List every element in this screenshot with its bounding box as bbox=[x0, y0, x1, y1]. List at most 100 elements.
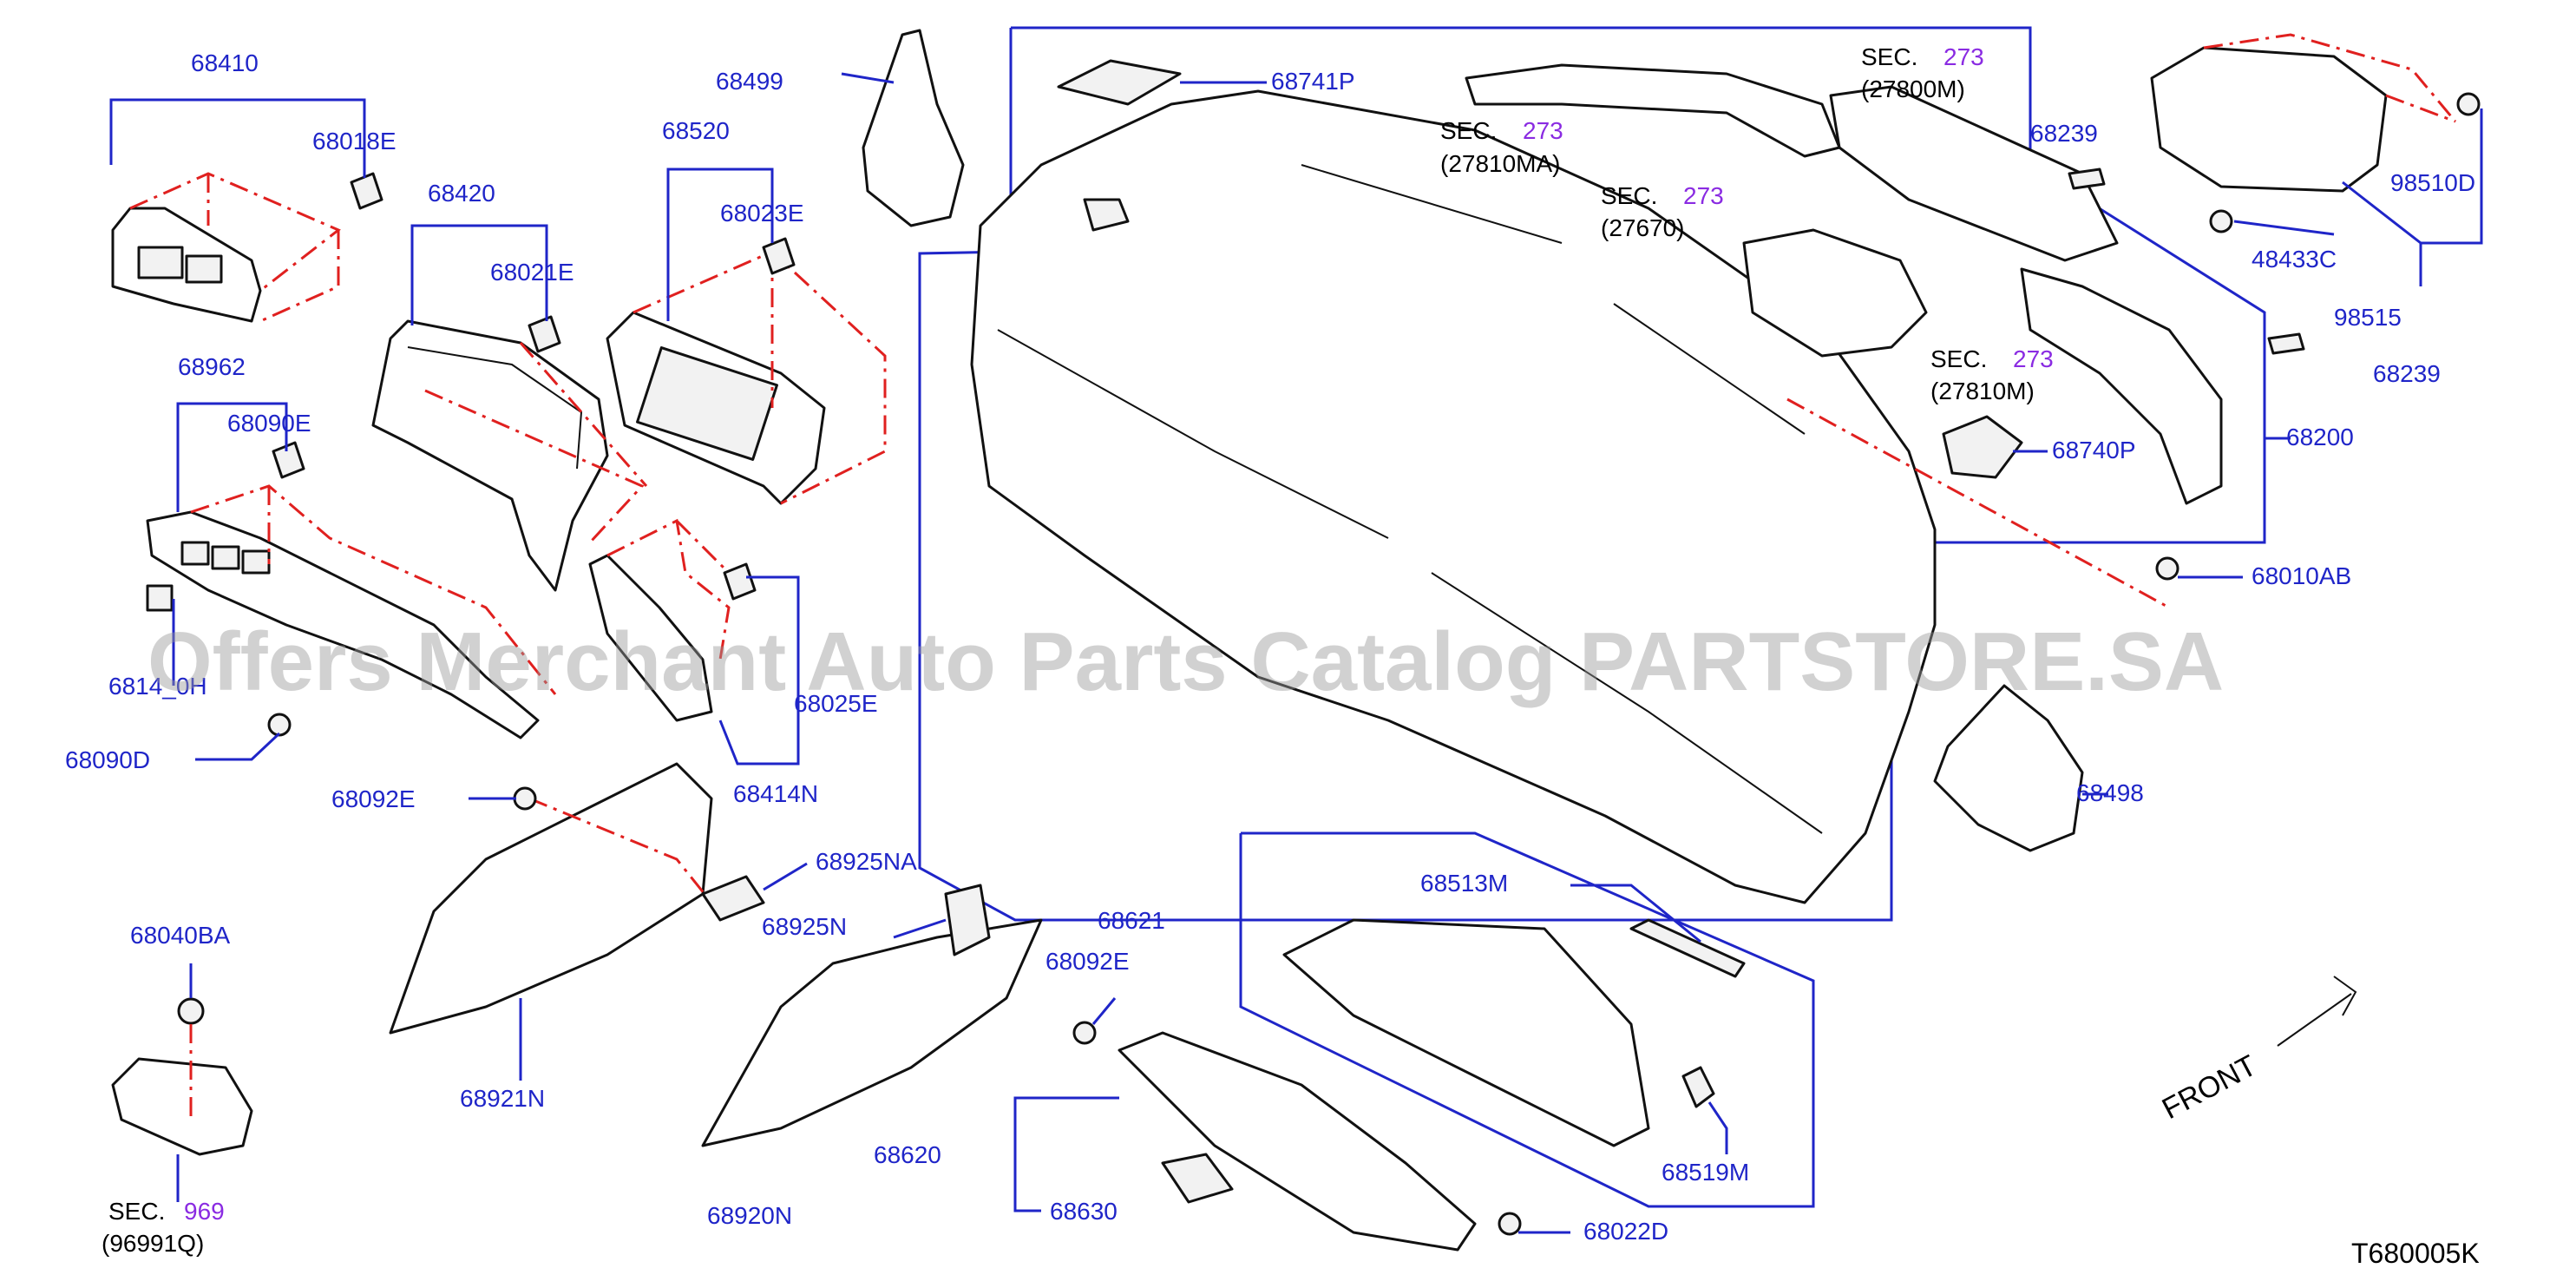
label-68925NA[interactable]: 68925NA bbox=[816, 848, 917, 875]
side-trim-68498 bbox=[1933, 684, 2084, 852]
label-98510D[interactable]: 98510D bbox=[2390, 169, 2475, 196]
label-68620[interactable]: 68620 bbox=[874, 1141, 941, 1168]
sec-label-1: SEC. bbox=[1440, 117, 1497, 144]
leader-68519M bbox=[1708, 1101, 1728, 1154]
lower-panel-68921N bbox=[389, 762, 713, 1035]
front-arrow-icon bbox=[2277, 976, 2357, 1047]
lower-cover-68920N bbox=[701, 918, 1043, 1147]
sec-label-5: SEC. bbox=[108, 1198, 165, 1225]
clip-68239-lower bbox=[2267, 332, 2305, 355]
center-finisher-68520 bbox=[606, 250, 887, 505]
label-68520[interactable]: 68520 bbox=[662, 117, 730, 144]
label-68018E[interactable]: 68018E bbox=[312, 128, 397, 154]
leader-68925NA bbox=[763, 862, 808, 891]
cluster-lid-68420 bbox=[371, 319, 648, 592]
sec-number-1[interactable]: 273 bbox=[1523, 117, 1563, 144]
sec-number-4[interactable]: 273 bbox=[2013, 345, 2054, 372]
sec-code-4: (27810M) bbox=[1930, 378, 2035, 404]
label-68023E[interactable]: 68023E bbox=[720, 200, 804, 227]
label-68092E-b[interactable]: 68092E bbox=[1045, 948, 1130, 975]
label-68925N[interactable]: 68925N bbox=[762, 913, 847, 940]
label-68021E[interactable]: 68021E bbox=[490, 259, 574, 286]
lower-panel-68962 bbox=[146, 484, 557, 739]
screw-68010AB bbox=[2155, 556, 2179, 581]
label-68092E-a[interactable]: 68092E bbox=[331, 785, 416, 812]
sec-label-2: SEC. bbox=[1861, 43, 1917, 70]
label-68519M[interactable]: 68519M bbox=[1662, 1159, 1749, 1186]
airbag-module-98515 bbox=[2150, 33, 2457, 193]
sec-number-2[interactable]: 273 bbox=[1943, 43, 1984, 70]
instrument-panel-68200 bbox=[970, 89, 2170, 904]
label-68010AB[interactable]: 68010AB bbox=[2252, 562, 2351, 589]
duct-27810MA bbox=[1465, 63, 1841, 158]
glovebox-lid-68620 bbox=[1118, 1031, 1477, 1252]
clip-68092E-b bbox=[1072, 1021, 1097, 1045]
label-68498[interactable]: 68498 bbox=[2076, 779, 2144, 806]
diagram-id: T680005K bbox=[2351, 1238, 2480, 1269]
clip-68021E bbox=[528, 315, 561, 353]
console-panel-68410 bbox=[111, 172, 341, 323]
label-68040BA[interactable]: 68040BA bbox=[130, 922, 231, 949]
label-68962[interactable]: 68962 bbox=[178, 353, 246, 380]
label-68022D[interactable]: 68022D bbox=[1583, 1218, 1668, 1245]
leader-98515 bbox=[2342, 108, 2483, 286]
label-68921N[interactable]: 68921N bbox=[460, 1085, 545, 1112]
label-68740P[interactable]: 68740P bbox=[2052, 437, 2136, 463]
label-68200[interactable]: 68200 bbox=[2286, 424, 2354, 450]
glovebox-frame-68621 bbox=[1282, 918, 1650, 1147]
label-68239-a[interactable]: 68239 bbox=[2030, 120, 2098, 147]
sec-number-5[interactable]: 969 bbox=[184, 1198, 225, 1225]
duct-27670 bbox=[1742, 228, 1928, 358]
bracket-68040BA bbox=[111, 997, 253, 1156]
label-68741P[interactable]: 68741P bbox=[1271, 68, 1355, 95]
label-68920N[interactable]: 68920N bbox=[707, 1202, 792, 1229]
clip-68023E bbox=[762, 237, 796, 275]
grille-68741P bbox=[1057, 59, 1182, 106]
leader-68410 bbox=[109, 98, 366, 178]
duct-27810M bbox=[2020, 267, 2223, 505]
leader-68620 bbox=[1013, 1096, 1119, 1212]
label-68414N[interactable]: 68414N bbox=[733, 780, 818, 807]
leader-68090D bbox=[195, 732, 281, 761]
leader-68420 bbox=[410, 224, 548, 325]
screw-98510D bbox=[2456, 92, 2481, 116]
sec-code-5: (96991Q) bbox=[102, 1230, 204, 1257]
label-68630[interactable]: 68630 bbox=[1050, 1198, 1118, 1225]
vent-68740P bbox=[1942, 415, 2023, 479]
hinge-68513M bbox=[1629, 918, 1746, 978]
leader-48433C bbox=[2233, 220, 2335, 236]
label-68499[interactable]: 68499 bbox=[716, 68, 783, 95]
screw-68022D bbox=[1498, 1212, 1522, 1236]
leader-68499 bbox=[841, 72, 895, 84]
label-6814-0H[interactable]: 6814_0H bbox=[108, 673, 207, 700]
sec-code-1: (27810MA) bbox=[1440, 150, 1561, 177]
label-68410[interactable]: 68410 bbox=[191, 49, 259, 76]
watermark: Offers Merchant Auto Parts Catalog PARTS… bbox=[147, 615, 2224, 708]
sec-label-4: SEC. bbox=[1930, 345, 1987, 372]
label-68513M[interactable]: 68513M bbox=[1420, 870, 1508, 897]
sec-number-3[interactable]: 273 bbox=[1683, 182, 1724, 209]
label-68239-b[interactable]: 68239 bbox=[2373, 360, 2441, 387]
leader-68414N bbox=[718, 575, 800, 766]
duct-27800M bbox=[1829, 85, 2119, 262]
sec-code-3: (27670) bbox=[1601, 214, 1685, 241]
label-68025E[interactable]: 68025E bbox=[794, 690, 878, 717]
latch-68630 bbox=[1161, 1153, 1234, 1204]
leader-68092E-b bbox=[1091, 997, 1117, 1025]
glovebox-group-frame bbox=[1239, 831, 1815, 1208]
label-68090D[interactable]: 68090D bbox=[65, 746, 150, 773]
label-98515[interactable]: 98515 bbox=[2334, 304, 2402, 331]
clip-68239-upper bbox=[2068, 168, 2106, 190]
screw-68090D bbox=[267, 713, 292, 737]
screw-48433C bbox=[2209, 209, 2233, 233]
leader-68962 bbox=[176, 402, 288, 512]
sec-code-2: (27800M) bbox=[1861, 76, 1965, 102]
clip-68018E bbox=[350, 172, 383, 210]
label-68621[interactable]: 68621 bbox=[1098, 907, 1165, 934]
label-48433C[interactable]: 48433C bbox=[2252, 246, 2337, 273]
label-68090E[interactable]: 68090E bbox=[227, 410, 311, 437]
clip-68090E bbox=[272, 441, 305, 479]
label-68420[interactable]: 68420 bbox=[428, 180, 495, 207]
leader-68513M bbox=[1570, 884, 1701, 943]
